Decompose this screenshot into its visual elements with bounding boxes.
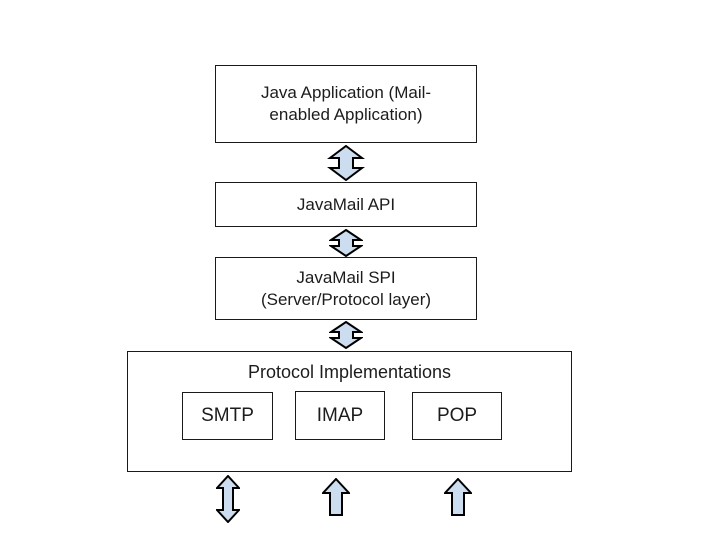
smtp-label: SMTP [201, 405, 254, 426]
javamail-api-label: JavaMail API [296, 194, 396, 214]
up-arrow-icon [322, 478, 350, 516]
javamail-api-box: JavaMail API [215, 182, 477, 227]
double-arrow-shape [216, 475, 240, 523]
label-line: JavaMail SPI [296, 267, 396, 287]
up-arrow-shape [444, 478, 472, 516]
label-line: Java Application (Mail- [260, 83, 432, 102]
double-arrow-icon [329, 229, 363, 257]
smtp-box: SMTP [182, 392, 273, 440]
up-arrow-icon [444, 478, 472, 516]
label-line: (Server/Protocol layer) [260, 289, 432, 309]
protocol-implementations-label: Protocol Implementations [247, 362, 452, 382]
double-arrow-icon [327, 145, 365, 181]
imap-box: IMAP [295, 391, 385, 440]
javamail-spi-box: JavaMail SPI (Server/Protocol layer) [215, 257, 477, 320]
imap-label: IMAP [316, 404, 364, 426]
label-line: enabled Application) [269, 105, 423, 124]
double-arrow-icon [216, 475, 240, 523]
double-arrow-shape [327, 145, 365, 181]
double-arrow-icon [329, 321, 363, 349]
pop-box: POP [412, 392, 502, 440]
up-arrow-shape [322, 478, 350, 516]
double-arrow-shape [329, 229, 363, 257]
pop-label: POP [436, 405, 478, 426]
java-application-label: Java Application (Mail- enabled Applicat… [261, 82, 431, 126]
double-arrow-shape [329, 321, 363, 349]
javamail-spi-label: JavaMail SPI (Server/Protocol layer) [261, 267, 431, 311]
java-application-box: Java Application (Mail- enabled Applicat… [215, 65, 477, 143]
